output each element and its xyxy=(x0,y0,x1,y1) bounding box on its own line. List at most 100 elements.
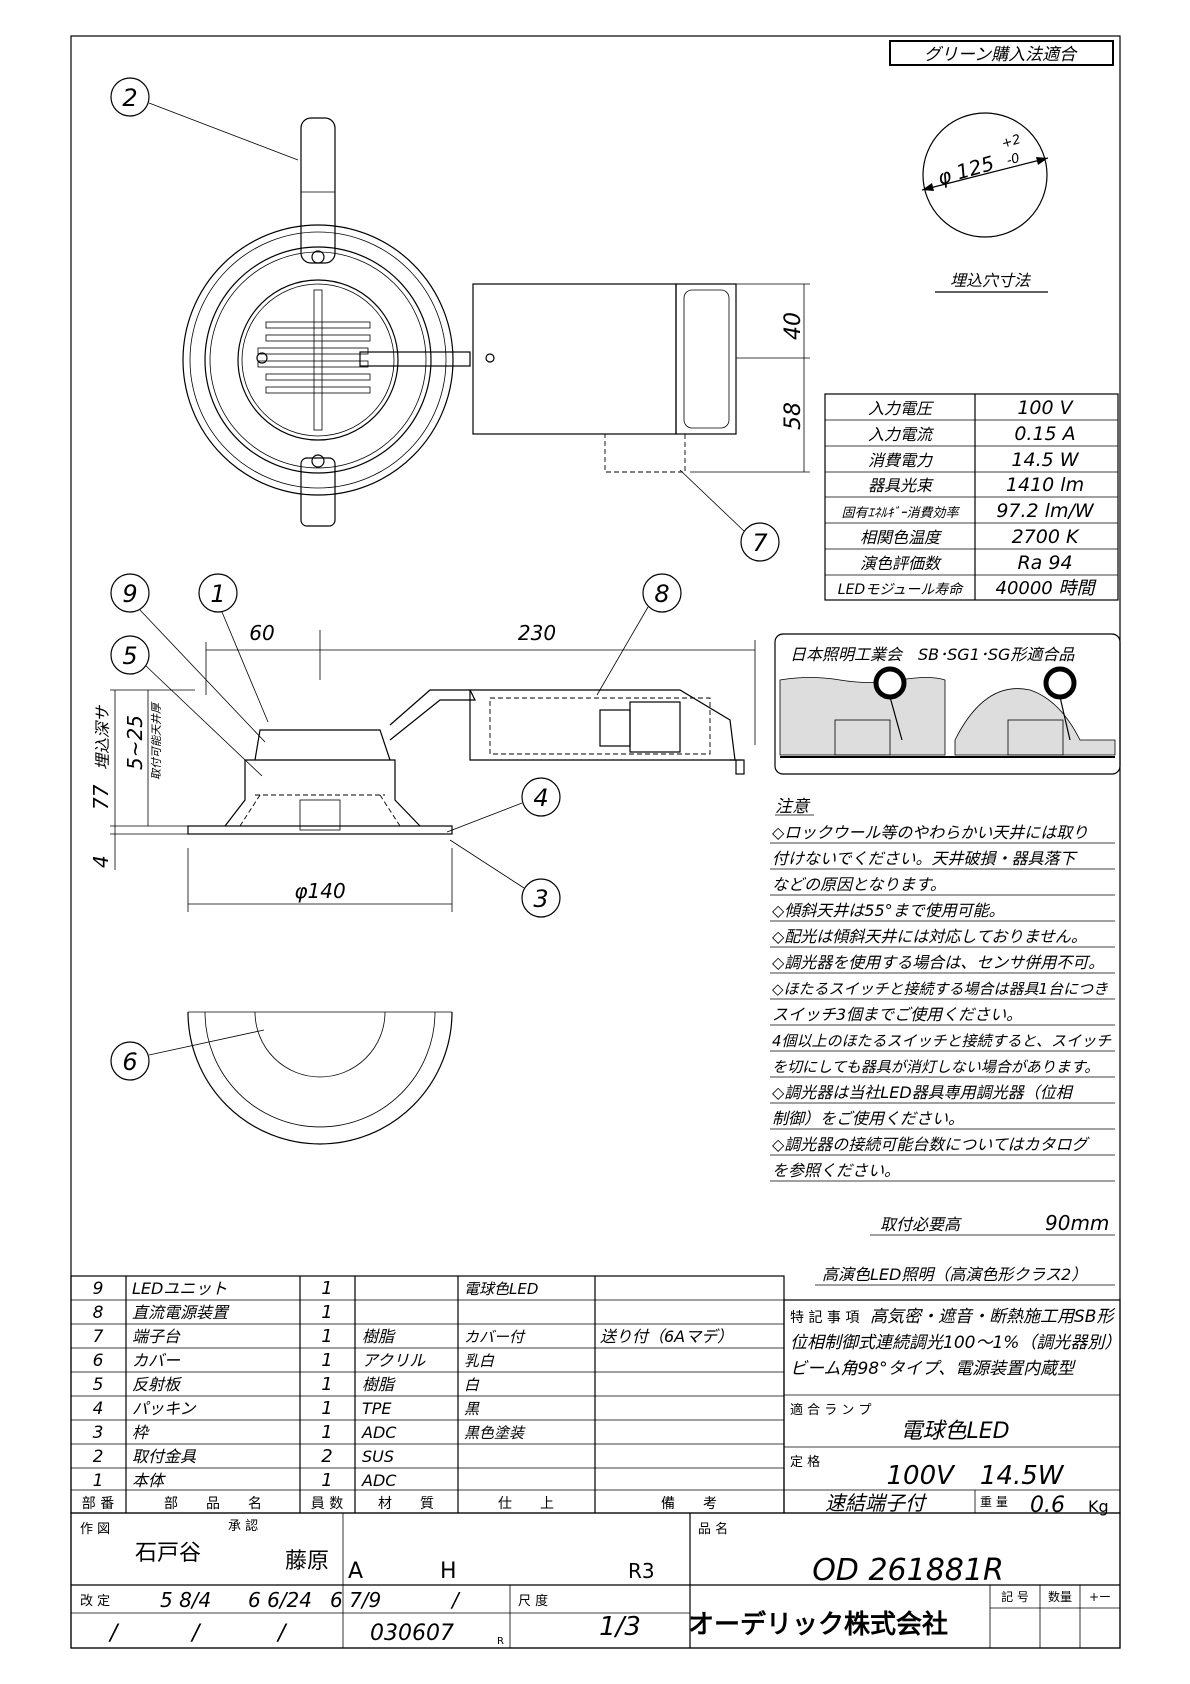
spec-value: 97.2 lm/W xyxy=(996,500,1095,522)
mount-height-value: 90mm xyxy=(1045,1211,1109,1235)
product-name-label: 品 名 xyxy=(698,1521,728,1537)
part-finish: 白 xyxy=(464,1376,480,1394)
blank-slash: / xyxy=(190,1621,202,1646)
note-line: などの原因となります。 xyxy=(772,875,946,894)
part-qty: 1 xyxy=(321,1422,332,1443)
symbol-label: 記 号 xyxy=(1001,1589,1029,1604)
dim-58: 58 xyxy=(781,402,806,430)
notes-heading: 注意 xyxy=(775,797,811,817)
part-mat: アクリル xyxy=(362,1351,426,1370)
weight-label: 重 量 xyxy=(980,1495,1008,1509)
terminal-type: 速結端子付 xyxy=(825,1491,928,1515)
svg-text:2: 2 xyxy=(122,84,137,112)
jil-title: 日本照明工業会 SB･SG1･SG形適合品 xyxy=(790,645,1075,664)
dim-5-25: 5~25 xyxy=(123,715,147,770)
spec-key: 器具光束 xyxy=(868,476,934,495)
note-line: 付けないでください。天井破損・器具落下 xyxy=(772,849,1079,868)
spec-key: 相関色温度 xyxy=(860,528,943,547)
note-line: を参照ください。 xyxy=(772,1161,900,1180)
lamp-value: 電球色LED xyxy=(900,1419,1009,1444)
part-name: 反射板 xyxy=(132,1375,182,1394)
note-line: ◇調光器を使用する場合は、センサ併用不可。 xyxy=(772,953,1104,972)
spec-key: 入力電圧 xyxy=(868,399,935,418)
part-qty: 1 xyxy=(321,1398,332,1419)
doc-number: 030607 xyxy=(370,1621,454,1646)
rev-r3: R3 xyxy=(628,1559,655,1583)
special-line: 位相制御式連続調光100～1%（調光器別） xyxy=(790,1333,1121,1353)
parts-header: 部 番 部 品 名 員 数 材 質 仕 上 備 考 xyxy=(82,1496,717,1512)
green-purchase-text: グリーン購入法適合 xyxy=(924,45,1078,65)
callout-4: 4 xyxy=(446,777,561,833)
dim-77: 77 xyxy=(89,784,113,810)
company-name: オーデリック株式会社 xyxy=(688,1609,948,1640)
drawn-by: 石戸谷 xyxy=(135,1541,201,1566)
weight-value: 0.6 xyxy=(1030,1493,1065,1518)
callout-7: 7 xyxy=(679,469,780,562)
lamp-label: 適 合 ラ ン プ xyxy=(790,1402,872,1418)
note-line: スイッチ3個までご使用ください。 xyxy=(772,1005,1022,1024)
header-name: 部 品 名 xyxy=(164,1496,262,1512)
cutout-dimension: φ 125 +2 -0 埋込穴寸法 xyxy=(921,112,1049,293)
doc-suffix: R xyxy=(497,1636,504,1647)
note-line: ◇調光器の接続可能台数についてはカタログ xyxy=(772,1135,1091,1154)
info-block: 特 記 事 項 高気密・遮音・断熱施工用SB形 位相制御式連続調光100～1%（… xyxy=(783,1299,1121,1518)
note-line: ◇調光器は当社LED器具専用調光器（位相 xyxy=(772,1083,1074,1102)
header-qty: 員 数 xyxy=(311,1496,343,1512)
cutout-diameter: φ 125 xyxy=(935,151,997,190)
part-qty: 1 xyxy=(321,1374,332,1395)
part-mat: SUS xyxy=(362,1447,394,1466)
callouts: 2 7 9 1 5 8 4 3 6 xyxy=(110,77,780,1081)
svg-text:1: 1 xyxy=(210,580,225,608)
spec-value: Ra 94 xyxy=(1017,552,1072,574)
spec-key: 固有ｴﾈﾙｷﾞｰ消費効率 xyxy=(841,505,960,521)
blank-slash: / xyxy=(276,1621,288,1646)
part-no: 5 xyxy=(93,1375,104,1395)
part-name: 枠 xyxy=(132,1423,150,1442)
side-view: 60 230 77 埋込深サ 5~25 取付可能天井厚 4 φ1 xyxy=(89,621,756,912)
svg-text:3: 3 xyxy=(533,885,548,913)
spec-value: 100 V xyxy=(1017,397,1074,419)
part-no: 8 xyxy=(93,1303,104,1323)
part-mat: TPE xyxy=(362,1399,392,1418)
jil-box: 日本照明工業会 SB･SG1･SG形適合品 xyxy=(774,633,1121,775)
rev-a: A xyxy=(348,1559,363,1584)
bottom-view xyxy=(187,1011,453,1145)
rating-value: 100V 14.5W xyxy=(886,1461,1064,1491)
top-view xyxy=(182,117,737,527)
high-cri: 高演色LED照明（高演色形クラス2） xyxy=(822,1265,1087,1284)
part-qty: 1 xyxy=(321,1470,332,1491)
part-name: 本体 xyxy=(132,1471,166,1490)
part-qty: 1 xyxy=(321,1350,332,1371)
note-line: ◇ロックウール等のやわらかい天井には取り xyxy=(772,823,1088,842)
part-finish: 黒色塗装 xyxy=(464,1424,526,1442)
green-purchase-badge xyxy=(889,40,1114,66)
callout-1: 1 xyxy=(198,573,269,723)
part-finish: 黒 xyxy=(464,1400,480,1418)
drawn-label: 作 図 xyxy=(80,1522,110,1537)
part-qty: 1 xyxy=(321,1302,332,1323)
part-no: 3 xyxy=(93,1423,104,1443)
part-no: 9 xyxy=(93,1279,104,1299)
dim-40: 40 xyxy=(781,312,806,340)
quantity-label: 数量 xyxy=(1048,1589,1072,1604)
part-name: 取付金具 xyxy=(132,1447,197,1466)
cutout-tol-minus: -0 xyxy=(1005,151,1022,169)
spec-key: 演色評価数 xyxy=(860,554,942,573)
spec-key: 消費電力 xyxy=(868,451,934,470)
change-date: 6 6/24 xyxy=(248,1588,312,1612)
part-qty: 1 xyxy=(321,1278,332,1299)
blank-slash: / xyxy=(108,1621,120,1646)
special-line: ビーム角98°タイプ、電源装置内蔵型 xyxy=(790,1359,1076,1379)
spec-value: 40000 時間 xyxy=(996,578,1098,599)
special-line: 高気密・遮音・断熱施工用SB形 xyxy=(870,1307,1115,1327)
callout-2: 2 xyxy=(110,77,299,161)
note-line: 制御）をご使用ください。 xyxy=(772,1109,964,1128)
spec-value: 0.15 A xyxy=(1014,423,1075,445)
